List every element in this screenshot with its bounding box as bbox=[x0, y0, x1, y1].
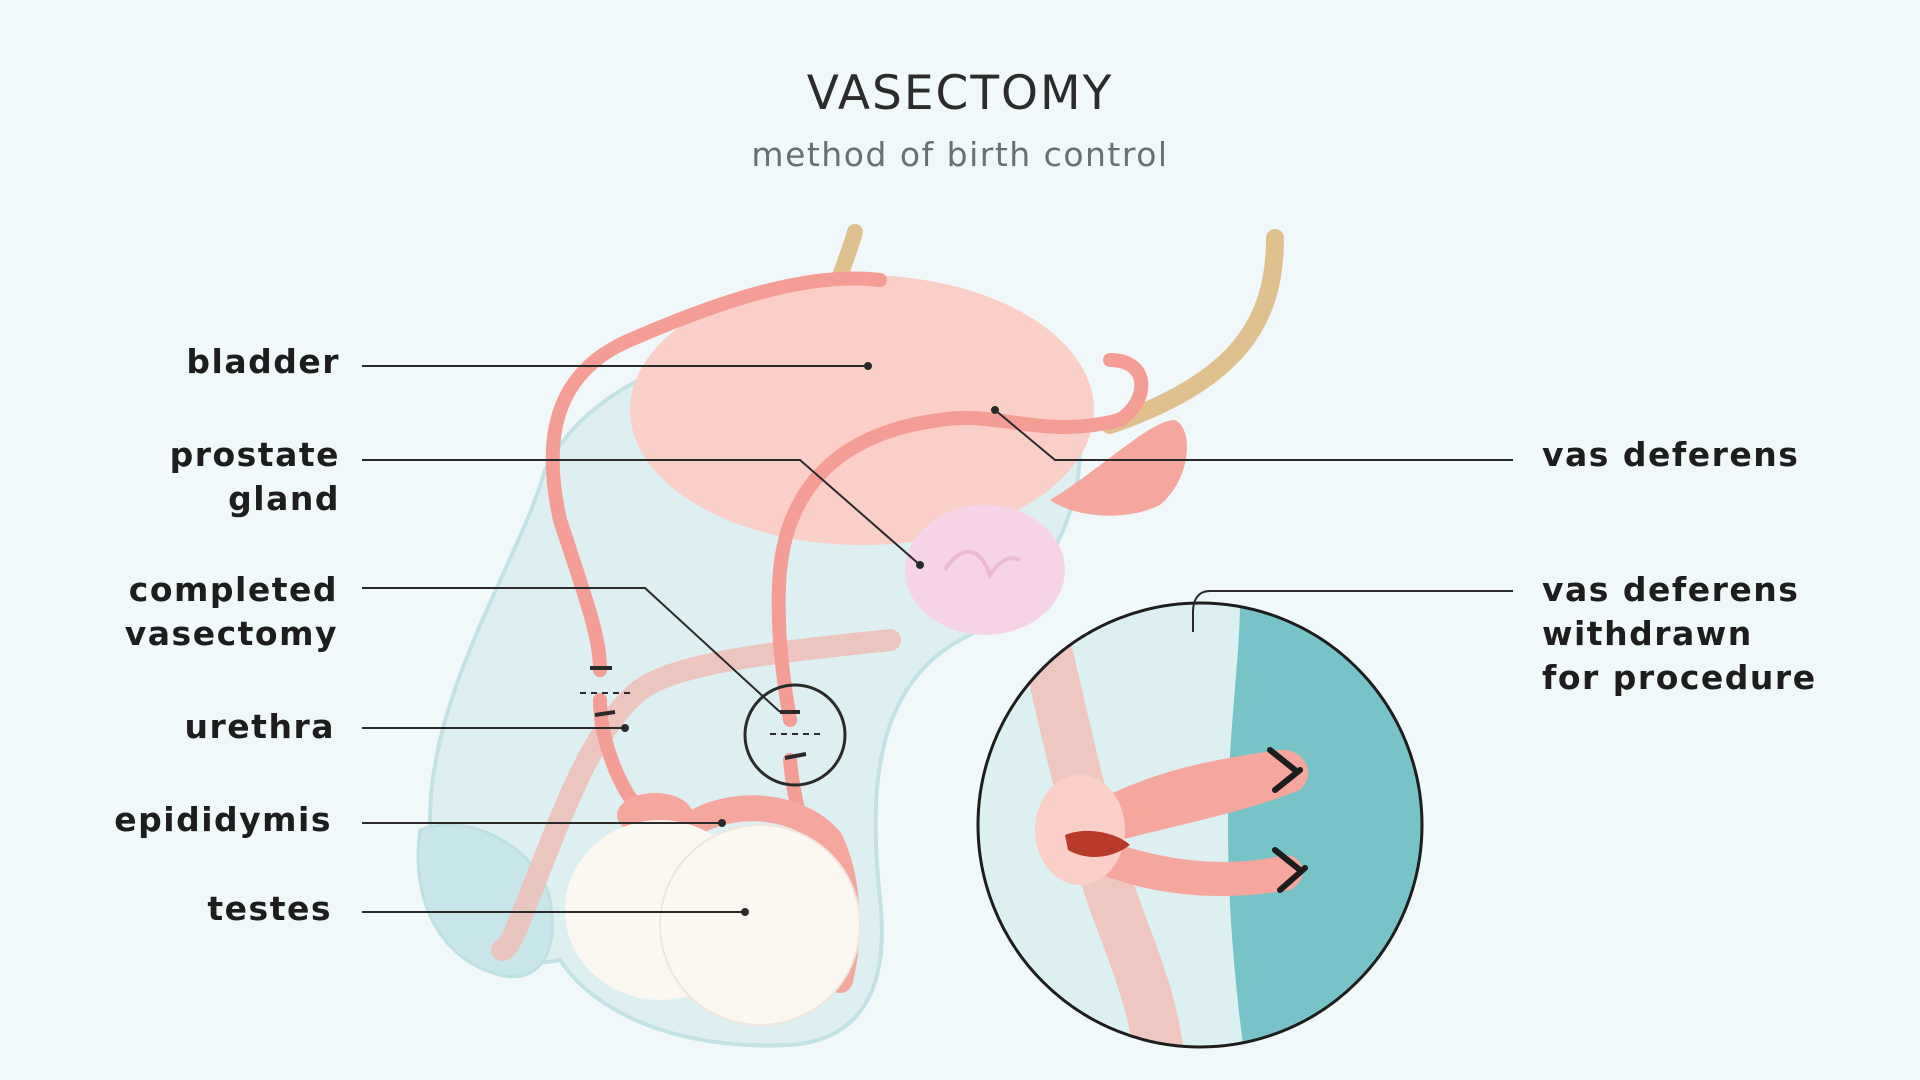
leader-completed bbox=[362, 587, 781, 713]
left-vas-deferens bbox=[545, 271, 887, 677]
right-vas-deferens bbox=[771, 353, 1149, 727]
label-testes: testes bbox=[207, 889, 332, 928]
detail-inset bbox=[978, 603, 1422, 1047]
vasectomy-highlight-circle bbox=[743, 683, 847, 787]
leader-lines bbox=[362, 362, 1513, 916]
label-epididymis: epididymis bbox=[114, 800, 332, 839]
label-bladder: bladder bbox=[186, 342, 340, 381]
label-vas-deferens-withdrawn: vas deferens withdrawn for procedure bbox=[1542, 570, 1817, 697]
page-title: VASECTOMY bbox=[806, 66, 1114, 121]
testes-shape bbox=[565, 820, 861, 1026]
leader-withdrawn bbox=[1192, 590, 1513, 632]
label-vas-deferens: vas deferens bbox=[1542, 435, 1800, 474]
seminal-vesicle-shape bbox=[1050, 420, 1187, 516]
bladder-shape bbox=[630, 275, 1094, 545]
leader-vas-deferens bbox=[994, 409, 1513, 461]
left-cut-marks bbox=[580, 666, 630, 717]
detail-inset-border bbox=[976, 601, 1424, 1049]
label-completed-vasectomy: completed vasectomy bbox=[124, 570, 338, 653]
label-prostate-gland: prostate gland bbox=[169, 435, 340, 518]
right-cut-marks bbox=[770, 710, 820, 760]
leader-prostate bbox=[362, 459, 921, 566]
page-subtitle: method of birth control bbox=[751, 135, 1169, 174]
prostate-shape bbox=[905, 505, 1065, 635]
label-urethra: urethra bbox=[184, 707, 335, 746]
right-ureter bbox=[1101, 229, 1284, 434]
